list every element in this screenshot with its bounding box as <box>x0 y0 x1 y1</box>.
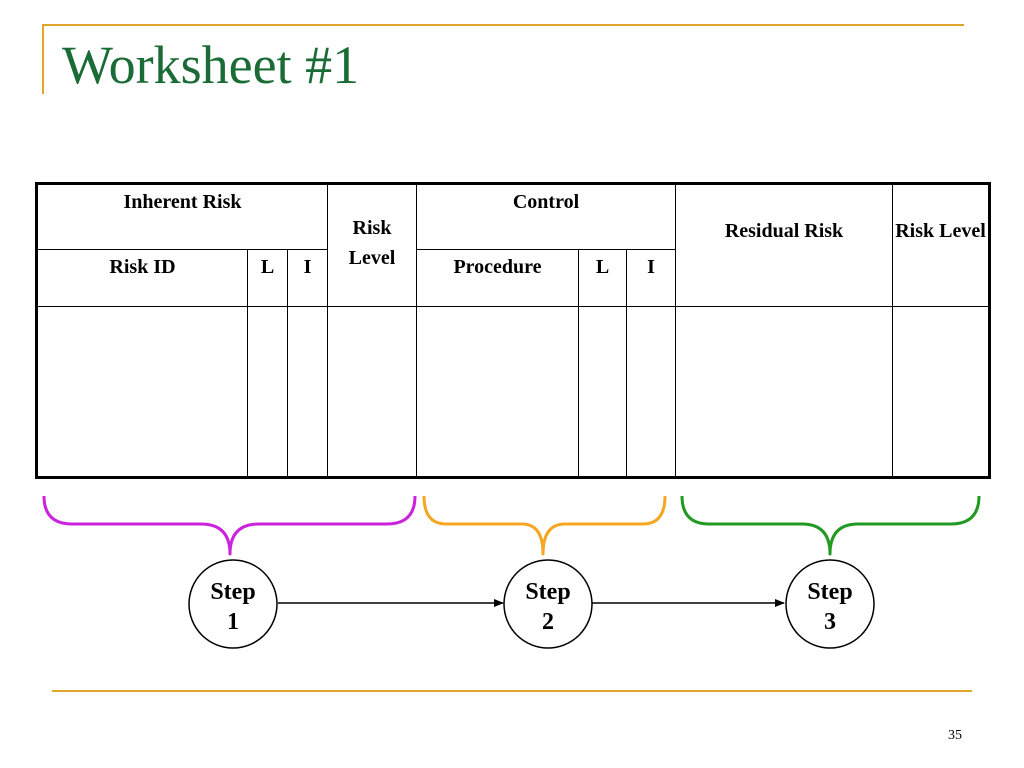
procedure-cell[interactable] <box>416 306 579 478</box>
bottom-accent-line <box>52 690 972 692</box>
residual-risk-header: Residual Risk <box>675 183 893 307</box>
risk-id-cell[interactable] <box>36 306 248 478</box>
step-1-label: Step <box>210 579 255 605</box>
control-impact-header: I <box>626 249 676 307</box>
control-header: Control <box>416 183 676 250</box>
inherent-risk-header: Inherent Risk <box>36 183 328 250</box>
step-2-label: Step <box>525 579 570 605</box>
step2-brace <box>422 495 667 556</box>
step-2-number: 2 <box>542 609 554 635</box>
step-3-label: Step <box>807 579 852 605</box>
step-2-node: Step 2 <box>503 559 593 649</box>
worksheet-table: Inherent Risk Risk Level Control Residua… <box>35 182 991 479</box>
step-3-number: 3 <box>824 609 836 635</box>
top-accent-line <box>42 24 964 26</box>
residual-risk-cell[interactable] <box>675 306 893 478</box>
inherent-likelihood-cell[interactable] <box>247 306 288 478</box>
table-row <box>36 306 990 478</box>
step-1-number: 1 <box>227 609 239 635</box>
risk-id-header: Risk ID <box>36 249 248 307</box>
inherent-likelihood-header: L <box>247 249 288 307</box>
page-number: 35 <box>948 728 962 743</box>
step3-brace <box>680 495 981 556</box>
procedure-header: Procedure <box>416 249 579 307</box>
left-accent-bar <box>42 24 44 94</box>
step-3-node: Step 3 <box>785 559 875 649</box>
residual-risk-level-cell[interactable] <box>892 306 990 478</box>
step1-brace <box>42 495 417 556</box>
residual-risk-level-header: Risk Level <box>892 183 990 307</box>
slide-title: Worksheet #1 <box>62 35 360 95</box>
risk-level-header: Risk Level <box>327 183 417 307</box>
step-1-node: Step 1 <box>188 559 278 649</box>
control-impact-cell[interactable] <box>626 306 676 478</box>
